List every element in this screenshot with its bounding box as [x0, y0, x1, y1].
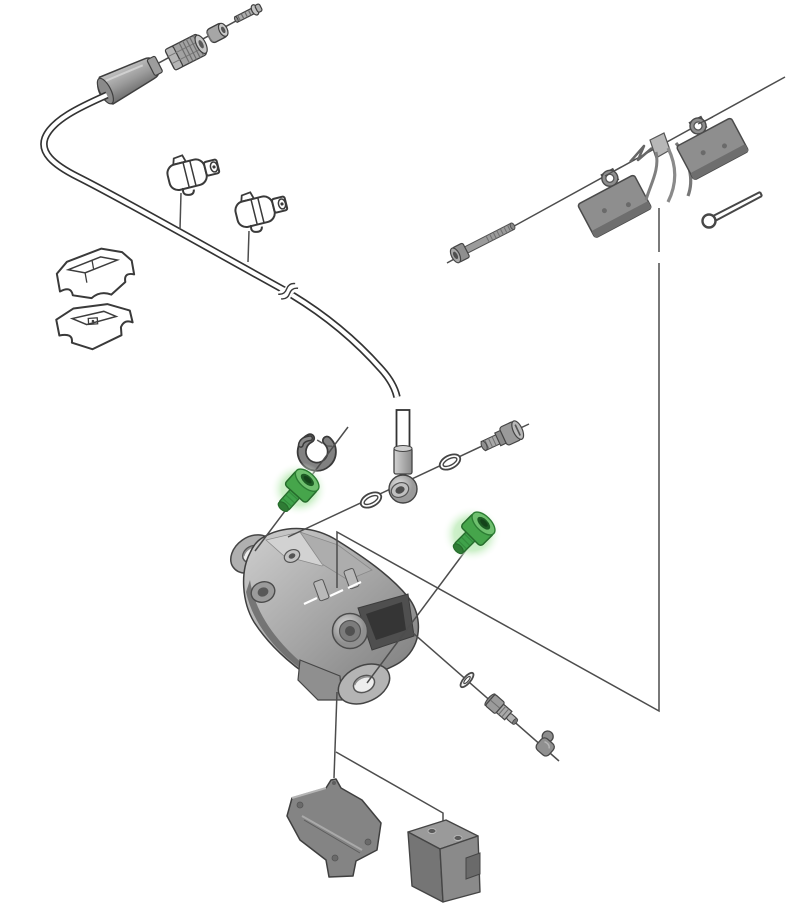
banjo-assembly — [287, 420, 530, 538]
o-ring-upper — [438, 453, 462, 471]
caliper-fixing-bolt-right — [442, 506, 502, 563]
o-ring-lower — [359, 491, 383, 509]
brake-pad-left — [577, 167, 652, 238]
frame-protector-1 — [55, 247, 136, 300]
pad-axle-bolt — [449, 222, 516, 264]
bleed-washer — [459, 671, 475, 689]
mount-block-leader — [335, 751, 444, 823]
hose-clamp-1 — [162, 146, 225, 200]
hose-connector-assembly — [96, 3, 263, 105]
mount-plate-leader — [333, 691, 338, 779]
hose-connector-olive-icon — [206, 22, 229, 44]
hose-break-mark — [277, 281, 299, 301]
frame-protector-2 — [55, 303, 134, 351]
pad-axis-overlay — [604, 116, 714, 177]
caliper-ear-bottom-right — [337, 663, 391, 705]
bleed-nipple — [484, 693, 519, 725]
clamp2-leader-line — [247, 230, 250, 263]
hose-boot-icon — [96, 55, 163, 105]
hose-ferrule — [393, 444, 413, 475]
hose-clamp-2 — [230, 183, 293, 237]
pivot-boss — [250, 581, 276, 603]
caliper-fixing-bolt-left — [269, 462, 328, 520]
bleed-assembly — [412, 632, 560, 762]
mount-plate — [286, 778, 382, 878]
clamp1-leader-line — [179, 192, 182, 230]
bleed-cap — [535, 730, 555, 757]
pad-position-leader — [336, 208, 660, 713]
brake-pad-right — [676, 115, 749, 180]
banjo-port-boss — [283, 548, 301, 564]
axle-path-marks — [303, 581, 362, 605]
bleed-axis-line — [412, 632, 560, 762]
connecting-bolt — [480, 420, 525, 452]
mount-block — [407, 819, 481, 903]
hose-connector-insert-icon — [233, 3, 263, 23]
cotter-pin — [701, 191, 763, 229]
hose-connecting-nut-icon — [164, 33, 208, 71]
caliper-body — [230, 527, 420, 705]
right-bolt-axis-line — [366, 537, 476, 684]
pad-tab-1 — [313, 579, 330, 602]
pad-assembly — [446, 76, 786, 264]
mount-parts — [286, 691, 481, 903]
brake-hose — [40, 91, 411, 453]
